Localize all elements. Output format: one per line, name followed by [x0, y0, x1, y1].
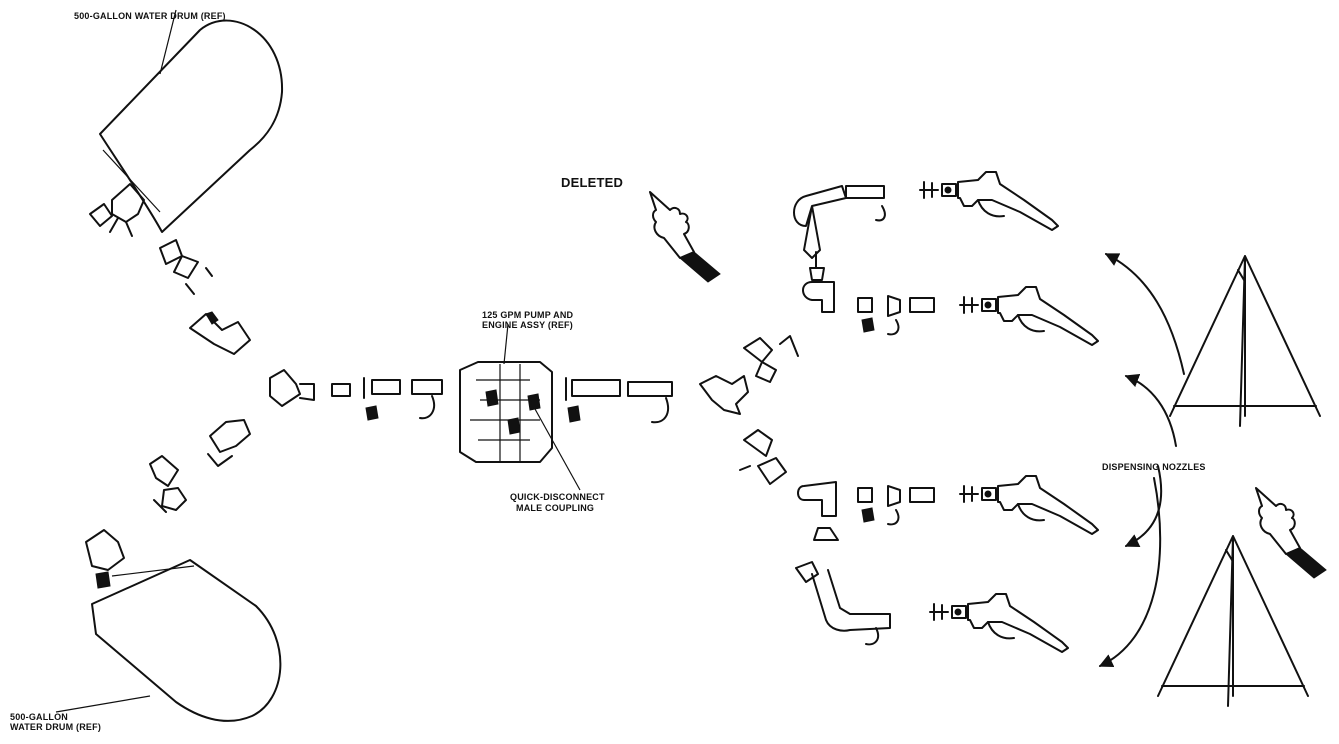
branch-row-0 [793, 171, 1059, 281]
drum-bottom-label-line1: 500-GALLON [10, 712, 69, 722]
deleted-hand-icon-right [1255, 487, 1327, 579]
pump-label-line1: 125 GPM PUMP AND [482, 310, 574, 320]
coupling-label-line2: MALE COUPLING [516, 503, 595, 513]
coupling-label-line1: QUICK-DISCONNECT [510, 492, 605, 502]
tripod-upper [1169, 255, 1321, 427]
branch-row-3 [795, 561, 1069, 653]
branch-row-1 [802, 281, 1099, 346]
drum-top-label: 500-GALLON WATER DRUM (REF) [74, 11, 226, 21]
left-hose-fittings [149, 239, 351, 513]
dispensing-nozzles-label: DISPENSING NOZZLES [1102, 462, 1206, 472]
nozzle-arrows [1098, 253, 1185, 668]
drum-bottom-label-line2: WATER DRUM (REF) [10, 722, 102, 732]
water-drum-top [89, 9, 284, 237]
pump-engine-assembly [459, 323, 581, 491]
right-hose-fittings [565, 335, 799, 485]
pump-label-line2: ENGINE ASSY (REF) [482, 320, 573, 330]
center-hose-fittings [363, 377, 443, 421]
tripod-lower [1157, 535, 1309, 707]
deleted-hand-icon [649, 191, 721, 283]
deleted-label: DELETED [561, 175, 624, 190]
branch-row-2 [797, 475, 1099, 541]
water-drum-bottom [55, 529, 282, 722]
